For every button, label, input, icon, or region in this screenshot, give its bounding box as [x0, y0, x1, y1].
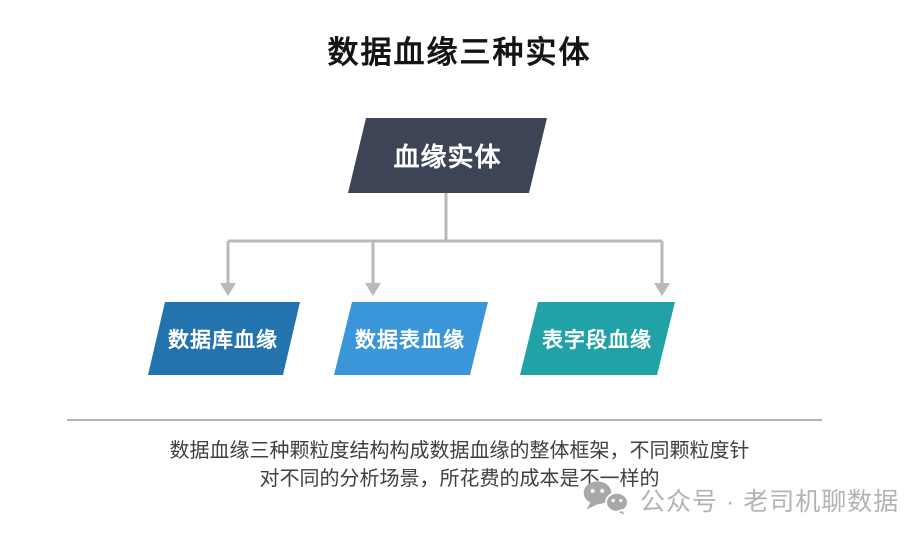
- caption-line-1: 数据血缘三种颗粒度结构构成数据血缘的整体框架，不同颗粒度针: [169, 440, 750, 462]
- root-node-shape: [348, 118, 547, 193]
- caption-line-2: 对不同的分析场景，所花费的成本是不一样的: [259, 468, 660, 490]
- arrowheads: [220, 283, 670, 296]
- diagram-title: 数据血缘三种实体: [327, 35, 592, 70]
- child-node-shape-database: [148, 302, 300, 375]
- down-arrow-icon: [654, 283, 670, 296]
- child-node-label-database: 数据库血缘: [168, 328, 278, 352]
- root-node-label: 血缘实体: [393, 142, 502, 172]
- child-node-shape-column: [520, 302, 675, 375]
- child-node-label-column: 表字段血缘: [542, 328, 652, 352]
- child-node-shape-table: [334, 302, 488, 375]
- watermark-text: 公众号 · 老司机聊数据: [640, 488, 900, 516]
- connector-lines: [226, 193, 664, 284]
- caption-text: 数据血缘三种颗粒度结构构成数据血缘的整体框架，不同颗粒度针 对不同的分析场景，所…: [0, 437, 919, 493]
- down-arrow-icon: [220, 283, 236, 296]
- child-node-label-table: 数据表血缘: [355, 328, 465, 352]
- watermark: 公众号 · 老司机聊数据: [582, 479, 899, 521]
- footer-divider: [67, 419, 822, 421]
- down-arrow-icon: [365, 283, 381, 296]
- wechat-icon: [583, 481, 630, 520]
